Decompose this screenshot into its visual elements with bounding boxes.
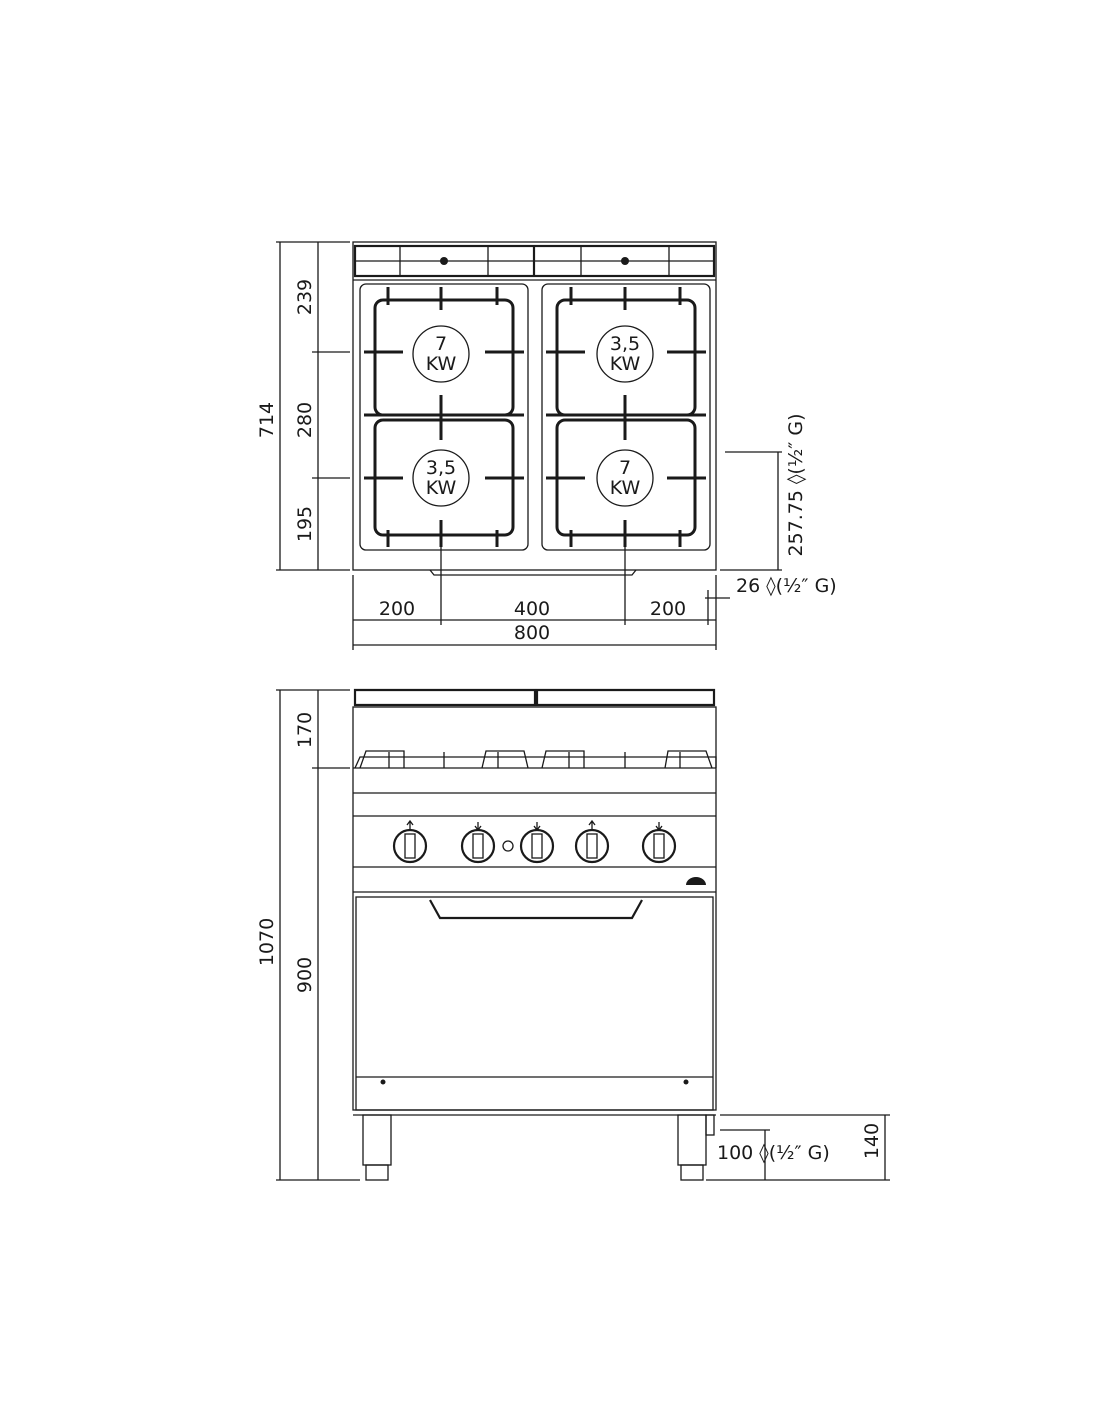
grate-fingers [364, 287, 706, 547]
burner-4: 7 KW [596, 449, 654, 507]
knob-1 [392, 819, 428, 864]
dim-width-right: 200 [650, 598, 686, 620]
burner-2: 3,5 KW [596, 325, 654, 383]
dimension-lines-top [276, 241, 782, 650]
burner-power: 7 [435, 333, 447, 355]
dim-depth-front: 195 [294, 506, 316, 542]
backsplash-front [353, 688, 716, 707]
ignition-button [502, 840, 514, 852]
backsplash [353, 244, 716, 281]
dim-gas-inlet-offset: 26 ◊(½″ G) [736, 575, 837, 597]
dim-total-height: 1070 [256, 918, 278, 966]
hob-outline [352, 241, 717, 571]
brand-logo-icon [686, 877, 706, 885]
burner-unit: KW [426, 353, 457, 375]
dim-gas-inlet-height-front: 100 ◊(½″ G) [717, 1142, 830, 1164]
front-lip [429, 569, 637, 576]
burner-1: 7 KW [412, 325, 470, 383]
dim-total-width: 800 [514, 622, 550, 644]
burner-unit: KW [610, 353, 641, 375]
dim-width-left: 200 [379, 598, 415, 620]
knob-5 [641, 822, 677, 864]
burner-unit: KW [426, 477, 457, 499]
burner-power: 7 [619, 457, 631, 479]
knob-2 [460, 822, 496, 864]
legs [362, 1114, 715, 1181]
dim-work-height: 900 [294, 957, 316, 993]
knob-3 [519, 822, 555, 864]
dim-depth-mid: 280 [294, 402, 316, 438]
control-knobs [392, 819, 677, 864]
knob-4 [574, 819, 610, 864]
oven-door [355, 896, 714, 1111]
dim-gas-inlet-height: 257.75 ◊(½″ G) [785, 413, 807, 556]
dim-width-mid: 400 [514, 598, 550, 620]
dim-total-depth: 714 [256, 402, 278, 438]
burner-power: 3,5 [610, 333, 640, 355]
grates-side [354, 750, 717, 769]
dim-depth-back: 239 [294, 279, 316, 315]
burner-unit: KW [610, 477, 641, 499]
dim-leg-height: 140 [861, 1123, 883, 1159]
grate-left [359, 283, 529, 551]
dim-top-height: 170 [294, 712, 316, 748]
top-view: 7 KW 3,5 KW 3,5 KW 7 KW [256, 241, 837, 650]
burner-3: 3,5 KW [412, 449, 470, 507]
oven-door-handle [429, 899, 643, 920]
burner-power: 3,5 [426, 457, 456, 479]
front-view: 1070 170 900 140 100 ◊(½″ G) [256, 688, 890, 1181]
dimension-lines-front [276, 689, 890, 1181]
